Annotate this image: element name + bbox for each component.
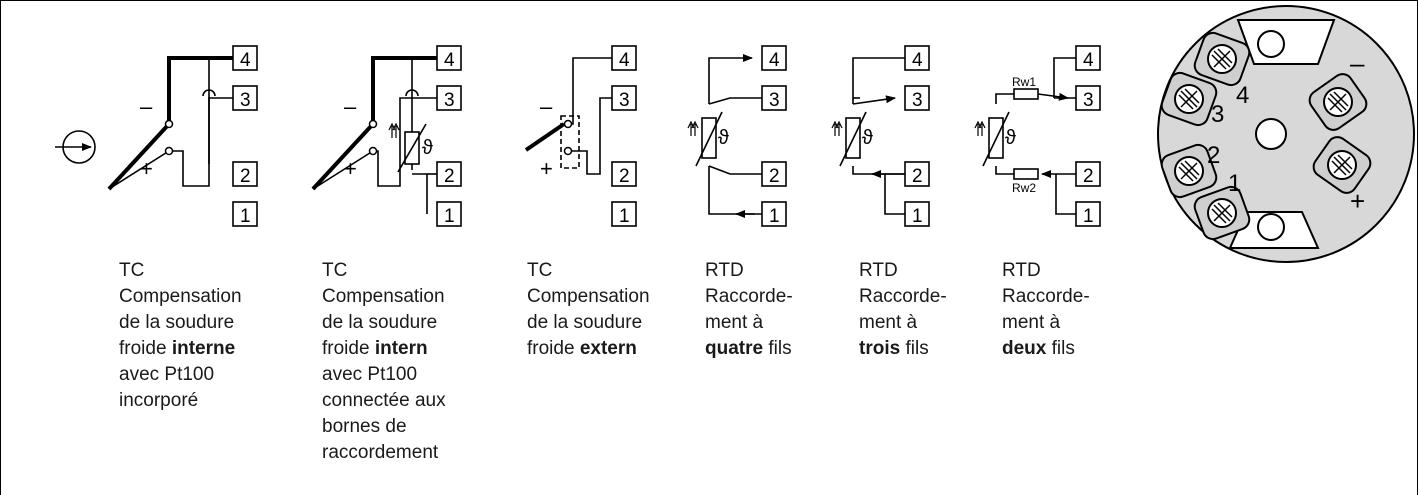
svg-text:2: 2 — [769, 166, 780, 187]
terminal-label-1: 1 — [240, 206, 251, 227]
diagram-rtd-2-wire: 4 3 2 1 ϑ Rw1 Rw2 — [974, 45, 1101, 227]
diagram-tc-extern: 4 3 2 1 – + — [524, 45, 637, 227]
svg-text:ϑ: ϑ — [718, 127, 729, 149]
transmitter-head: 4 3 2 1 – + — [1157, 5, 1415, 263]
svg-text:3: 3 — [619, 90, 630, 111]
svg-text:3: 3 — [444, 90, 455, 111]
terminal-label-2: 2 — [240, 166, 251, 187]
diagram-tc-interne: 4 3 2 1 – + — [107, 45, 258, 227]
svg-text:4: 4 — [769, 50, 780, 71]
center-hole — [1255, 118, 1287, 150]
head-plus-label: + — [1350, 186, 1365, 216]
caption-tc-extern: TC Compensation de la soudure froide ext… — [527, 260, 650, 359]
mounting-lug-top — [1236, 19, 1336, 65]
head-label-4: 4 — [1236, 82, 1249, 109]
head-label-2: 2 — [1207, 142, 1220, 169]
mounting-lug-bottom — [1228, 211, 1320, 249]
svg-text:2: 2 — [444, 166, 455, 187]
svg-text:4: 4 — [444, 50, 455, 71]
rw1-label: Rw1 — [1012, 75, 1036, 89]
minus-label: – — [140, 94, 153, 119]
svg-text:+: + — [344, 156, 357, 181]
svg-text:–: – — [344, 94, 357, 119]
terminal-2 — [232, 161, 258, 187]
svg-text:4: 4 — [619, 50, 630, 71]
caption-tc-interne: TC Compensation de la soudure froide int… — [119, 258, 279, 414]
svg-text:3: 3 — [769, 90, 780, 111]
svg-text:3: 3 — [1083, 90, 1094, 111]
svg-text:1: 1 — [444, 206, 455, 227]
svg-text:1: 1 — [912, 206, 923, 227]
terminal-label-3: 3 — [240, 90, 251, 111]
svg-text:1: 1 — [619, 206, 630, 227]
screw-plus — [1312, 136, 1372, 194]
head-minus-label: – — [1350, 48, 1365, 78]
temperature-symbol: ϑ — [422, 137, 433, 159]
svg-text:2: 2 — [912, 166, 923, 187]
svg-text:2: 2 — [1083, 166, 1094, 187]
screw-4 — [1193, 31, 1251, 87]
diagram-rtd-3-wire: 4 3 2 1 ϑ — [831, 45, 930, 227]
diagram-rtd-4-wire: 4 3 2 1 ϑ — [687, 45, 787, 227]
diagram-tc-intern-terminals: 4 3 2 1 – + ϑ — [311, 45, 462, 227]
caption-rtd-2-wire: RTD Raccorde- ment à deux fils — [1002, 260, 1090, 359]
svg-text:–: – — [540, 94, 553, 119]
screw-3 — [1160, 71, 1218, 127]
svg-text:2: 2 — [619, 166, 630, 187]
svg-text:3: 3 — [912, 90, 923, 111]
screw-minus — [1308, 73, 1368, 131]
svg-text:4: 4 — [912, 50, 923, 71]
screw-2 — [1160, 143, 1218, 199]
caption-type: TC — [119, 260, 145, 281]
terminal-label-4: 4 — [240, 50, 251, 71]
head-label-1: 1 — [1228, 170, 1241, 197]
caption-tc-intern-terminals: TC Compensation de la soudure froide int… — [322, 260, 446, 463]
terminal-1 — [232, 201, 258, 227]
plus-label: + — [140, 156, 153, 181]
screw-1 — [1193, 185, 1251, 241]
svg-text:1: 1 — [1083, 206, 1094, 227]
svg-text:ϑ: ϑ — [862, 127, 873, 149]
svg-text:4: 4 — [1083, 50, 1094, 71]
caption-rtd-4-wire: RTD Raccorde- ment à quatre fils — [705, 260, 793, 359]
svg-text:+: + — [540, 156, 553, 181]
resistor-arrows — [388, 122, 400, 138]
caption-rtd-3-wire: RTD Raccorde- ment à trois fils — [859, 260, 947, 359]
svg-text:ϑ: ϑ — [1005, 127, 1016, 149]
head-label-3: 3 — [1211, 101, 1224, 128]
svg-text:1: 1 — [769, 206, 780, 227]
rw2-label: Rw2 — [1012, 181, 1036, 195]
input-symbol — [55, 130, 96, 164]
